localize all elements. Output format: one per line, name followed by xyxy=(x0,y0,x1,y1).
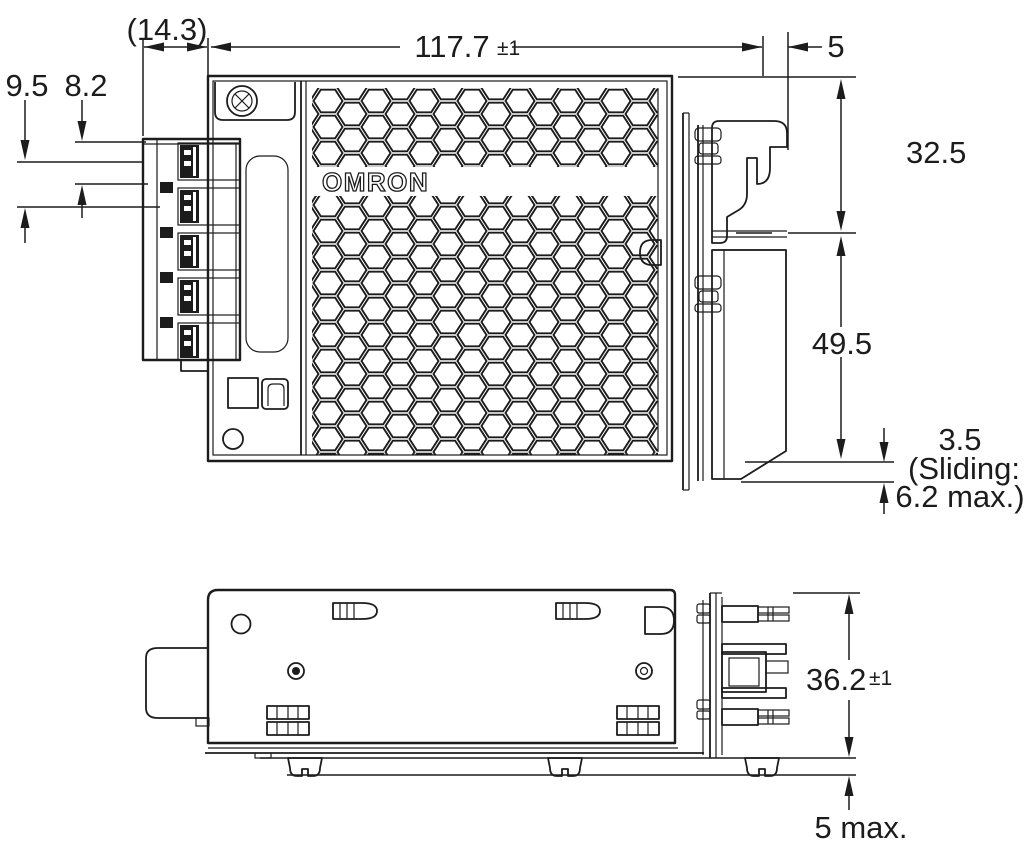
rail-clip-screw xyxy=(694,127,722,165)
rail-clip-screw xyxy=(694,275,722,313)
dim-label-rail-to-bottom: 49.5 xyxy=(812,326,872,361)
dim-label-slider-note-1: (Sliding: xyxy=(908,451,1020,486)
dimension-top-to-rail: 32.5 xyxy=(678,76,966,234)
dimension-rail-to-bottom: 49.5 xyxy=(812,236,872,459)
dim-label-slider-note-2: 6.2 max.) xyxy=(895,479,1024,514)
mounting-foot xyxy=(744,757,780,777)
vent-grid xyxy=(266,721,310,736)
clip-fork-pin xyxy=(721,708,790,726)
din-rail-bracket-edge xyxy=(696,592,790,758)
terminal-block xyxy=(141,137,242,362)
brand-logo: OMRON xyxy=(322,167,429,197)
clip-center-block xyxy=(721,651,789,693)
dimension-body-width: 117.7 ±1 xyxy=(211,29,764,76)
screw-hole xyxy=(287,662,305,680)
d-slot xyxy=(639,239,662,266)
front-view: OMRON xyxy=(5,12,1024,514)
clip-fork-pin xyxy=(721,605,790,623)
din-rail-bracket-side xyxy=(682,112,788,491)
dimension-terminal-offset: 8.2 xyxy=(64,68,148,218)
bottom-view: 36.2 ±1 5 max. xyxy=(145,588,908,845)
screw-head-icon xyxy=(226,85,258,117)
dim-label-depth: 36.2 xyxy=(806,662,866,697)
clip-pin xyxy=(721,643,787,655)
vent-grid xyxy=(266,705,310,720)
din-slider xyxy=(711,249,787,480)
terminal-protrusion xyxy=(145,647,210,727)
dim-label-body-width: 117.7 xyxy=(414,29,489,64)
dimension-terminal-overhang: (14.3) xyxy=(127,12,209,136)
clip-pin xyxy=(721,687,787,699)
dim-label-body-width-tol: ±1 xyxy=(497,37,520,60)
terminal-cover-recess xyxy=(245,155,289,353)
vent-grid xyxy=(616,705,660,720)
dim-label-terminal-offset: 8.2 xyxy=(64,68,107,103)
vent-tab xyxy=(644,606,675,635)
dim-label-foot-protrusion: 5 max. xyxy=(814,810,907,845)
vent-grid xyxy=(616,721,660,736)
dim-label-depth-tol: ±1 xyxy=(869,667,892,690)
dimension-hook-offset: 5 xyxy=(787,29,845,150)
mounting-foot xyxy=(287,757,323,777)
front-bottom-left-details xyxy=(180,359,289,450)
dim-label-slider-gap: 3.5 xyxy=(938,422,981,457)
din-hook xyxy=(711,120,788,244)
dim-label-terminal-overhang: (14.3) xyxy=(127,12,208,47)
dimension-foot-protrusion: 5 max. xyxy=(814,776,908,845)
dimension-terminal-pitch: 9.5 xyxy=(5,68,160,243)
bottom-view-body xyxy=(205,588,704,759)
dim-label-hook-offset: 5 xyxy=(827,29,844,64)
vent-slot xyxy=(332,602,378,620)
dimension-depth: 36.2 ±1 xyxy=(793,592,892,757)
dim-label-top-to-rail: 32.5 xyxy=(906,135,966,170)
hex-vent-mesh xyxy=(312,88,658,455)
dimension-slider-gap: 3.5 (Sliding: 6.2 max.) xyxy=(741,422,1024,514)
vent-slot xyxy=(555,602,601,620)
mounting-hole xyxy=(230,613,252,635)
mounting-foot xyxy=(547,757,583,777)
mounting-tab xyxy=(214,82,296,121)
screw-hole xyxy=(635,662,653,680)
dim-label-terminal-pitch: 9.5 xyxy=(5,68,48,103)
